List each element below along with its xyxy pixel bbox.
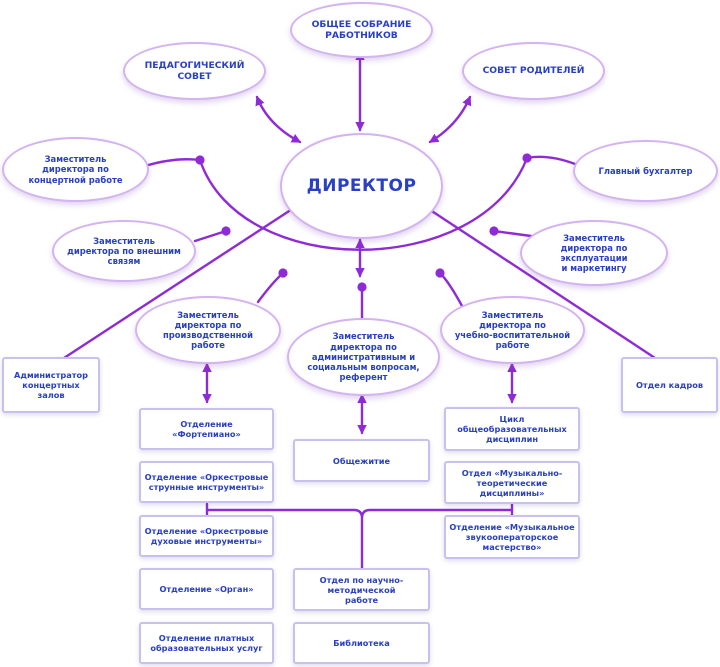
- line-educational-deputy: [438, 271, 464, 308]
- hr-box[interactable]: Отдел кадров: [621, 357, 718, 413]
- ped-council-label: ПЕДАГОГИЧЕСКИЙ СОВЕТ: [144, 59, 245, 82]
- strings-dept-box[interactable]: Отделение «Оркестровые струнные инструме…: [139, 461, 274, 503]
- concert-admin-box[interactable]: Администратор концертных залов: [2, 357, 100, 413]
- general-cycle-label: Цикл общеобразовательных дисциплин: [457, 414, 567, 444]
- music-theory-dept-box[interactable]: Отдел «Музыкально- теоретические дисципл…: [444, 461, 580, 504]
- deputy-production-node[interactable]: Заместитель директора по производственно…: [135, 296, 281, 364]
- deputy-external-node[interactable]: Заместитель директора по внешним связям: [52, 220, 196, 282]
- line-concert-admin: [62, 198, 308, 360]
- chief-accountant-label: Главный бухгалтер: [598, 165, 693, 176]
- ped-council-node[interactable]: ПЕДАГОГИЧЕСКИЙ СОВЕТ: [123, 42, 266, 100]
- line-chief-accountant: [525, 155, 577, 166]
- general-meeting-label: ОБЩЕЕ СОБРАНИЕ РАБОТНИКОВ: [311, 18, 412, 41]
- junction-dot: [195, 155, 205, 165]
- junction-dot: [278, 268, 288, 278]
- strings-dept-label: Отделение «Оркестровые струнные инструме…: [144, 472, 269, 492]
- library-label: Библиотека: [333, 638, 390, 648]
- deputy-operations-node[interactable]: Заместитель директора по эксплуатации и …: [520, 220, 668, 286]
- library-box[interactable]: Библиотека: [293, 622, 430, 664]
- arrow-parents-council: [428, 95, 472, 144]
- sound-eng-dept-label: Отделение «Музыкальное звукооператорское…: [449, 522, 575, 552]
- deputy-concert-node[interactable]: Заместитель директора по концертной рабо…: [2, 137, 149, 202]
- methodology-dept-box[interactable]: Отдел по научно- методической работе: [293, 568, 430, 611]
- line-operations-deputy: [492, 229, 533, 238]
- organ-dept-box[interactable]: Отделение «Орган»: [139, 568, 274, 610]
- winds-dept-box[interactable]: Отделение «Оркестровые духовые инструмен…: [139, 515, 274, 557]
- deputy-operations-label: Заместитель директора по эксплуатации и …: [560, 232, 628, 274]
- parents-council-node[interactable]: СОВЕТ РОДИТЕЛЕЙ: [462, 42, 605, 100]
- deputy-admin-social-label: Заместитель директора по административны…: [307, 331, 420, 383]
- general-cycle-box[interactable]: Цикл общеобразовательных дисциплин: [444, 407, 580, 451]
- junction-dot: [435, 268, 445, 278]
- line-concert-deputy: [143, 158, 202, 168]
- hr-label: Отдел кадров: [635, 380, 704, 390]
- music-theory-dept-label: Отдел «Музыкально- теоретические дисципл…: [461, 467, 563, 498]
- director-label: ДИРЕКТОР: [306, 175, 417, 196]
- dormitory-label: Общежитие: [332, 455, 391, 466]
- junction-dot: [489, 226, 499, 236]
- parents-council-label: СОВЕТ РОДИТЕЛЕЙ: [482, 65, 585, 77]
- deputy-educational-node[interactable]: Заместитель директора по учебно-воспитат…: [440, 296, 585, 364]
- general-meeting-node[interactable]: ОБЩЕЕ СОБРАНИЕ РАБОТНИКОВ: [290, 2, 433, 58]
- line-hr: [413, 198, 657, 360]
- winds-dept-label: Отделение «Оркестровые духовые инструмен…: [144, 526, 269, 546]
- junction-dot: [357, 282, 367, 292]
- deputy-external-label: Заместитель директора по внешним связям: [67, 235, 181, 267]
- paid-services-dept-label: Отделение платных образовательных услуг: [150, 633, 263, 653]
- dormitory-box[interactable]: Общежитие: [293, 439, 430, 482]
- sound-eng-dept-box[interactable]: Отделение «Музыкальное звукооператорское…: [444, 515, 580, 559]
- organ-dept-label: Отделение «Орган»: [159, 584, 254, 594]
- junction-dot: [221, 226, 231, 236]
- chief-accountant-node[interactable]: Главный бухгалтер: [573, 140, 718, 202]
- director-node[interactable]: ДИРЕКТОР: [280, 133, 443, 239]
- line-production-deputy: [256, 271, 285, 304]
- deputy-concert-label: Заместитель директора по концертной рабо…: [28, 154, 123, 185]
- methodology-dept-label: Отдел по научно- методической работе: [319, 574, 404, 605]
- junction-dot: [522, 153, 532, 163]
- main-arc: [198, 156, 529, 251]
- piano-dept-label: Отделение «Фортепиано»: [172, 419, 241, 439]
- bottom-bracket: [205, 502, 514, 570]
- deputy-admin-social-node[interactable]: Заместитель директора по административны…: [287, 318, 440, 396]
- line-external-deputy: [193, 229, 228, 243]
- deputy-production-label: Заместитель директора по производственно…: [162, 309, 254, 351]
- deputy-educational-label: Заместитель директора по учебно-воспитат…: [454, 309, 571, 351]
- paid-services-dept-box[interactable]: Отделение платных образовательных услуг: [139, 622, 274, 664]
- concert-admin-label: Администратор концертных залов: [14, 370, 88, 400]
- arrow-ped-council: [255, 95, 302, 144]
- piano-dept-box[interactable]: Отделение «Фортепиано»: [139, 408, 274, 450]
